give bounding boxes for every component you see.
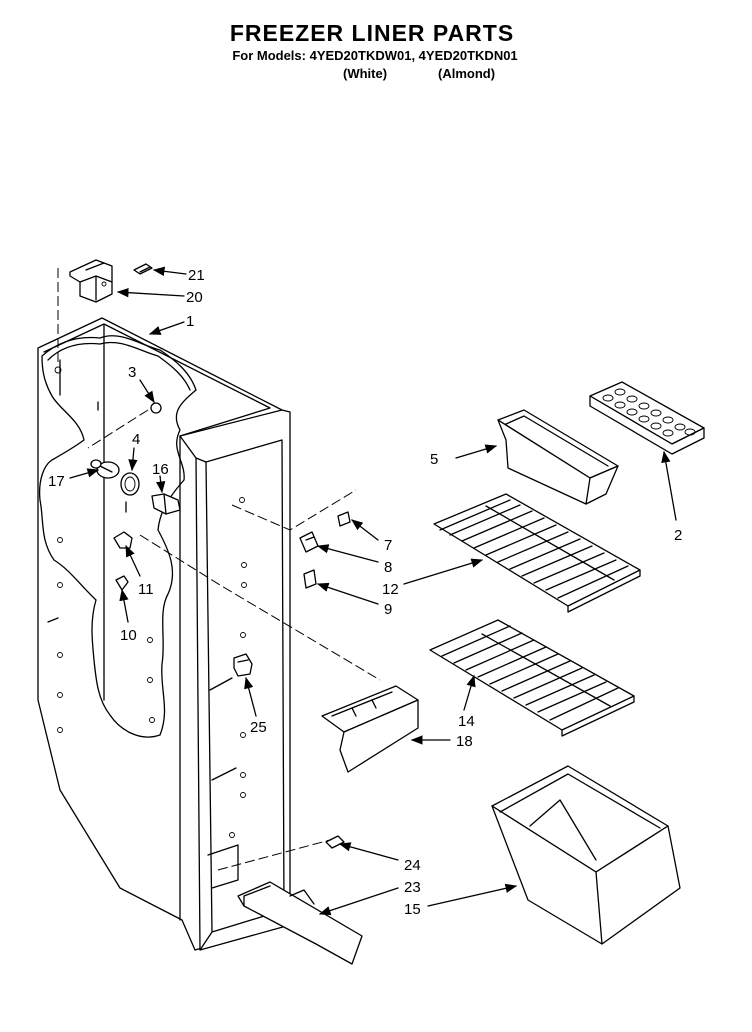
callout-17: 17 xyxy=(48,473,65,490)
control-parts xyxy=(90,402,181,591)
variant-almond: (Almond) xyxy=(438,66,496,81)
callout-21: 21 xyxy=(188,267,205,284)
callout-18: 18 xyxy=(456,733,473,750)
callout-9: 9 xyxy=(384,601,392,618)
callout-11: 11 xyxy=(138,581,154,598)
callout-23: 23 xyxy=(404,879,421,896)
callout-10: 10 xyxy=(120,627,137,644)
ice-tray xyxy=(589,381,705,455)
callout-4: 4 xyxy=(132,431,140,448)
callout-24: 24 xyxy=(404,857,421,874)
callout-20: 20 xyxy=(186,289,203,306)
callout-15: 15 xyxy=(404,901,421,918)
callout-25: 25 xyxy=(250,719,267,736)
callout-5: 5 xyxy=(430,451,438,468)
wire-shelf-lower xyxy=(429,619,635,737)
shelf-brackets xyxy=(299,511,351,589)
callout-8: 8 xyxy=(384,559,392,576)
freezer-liner xyxy=(37,268,381,951)
wire-shelf-upper xyxy=(433,493,641,613)
light-housing-assembly xyxy=(69,259,153,303)
door-bin xyxy=(497,409,619,505)
variant-white: (White) xyxy=(343,66,388,81)
page-header: FREEZER LINER PARTS For Models: 4YED20TK… xyxy=(0,20,752,64)
callout-7: 7 xyxy=(384,537,392,554)
shelf-cover xyxy=(321,685,419,773)
model-numbers: For Models: 4YED20TKDW01, 4YED20TKDN01 xyxy=(232,48,518,63)
freezer-basket xyxy=(491,765,681,945)
callout-14: 14 xyxy=(458,713,475,730)
cover-clip xyxy=(233,653,253,677)
callout-3: 3 xyxy=(128,364,136,381)
bottom-bracket xyxy=(237,835,363,965)
callout-numbers: 21 20 1 3 4 16 17 11 10 5 2 7 8 12 9 14 … xyxy=(48,267,682,918)
model-variants: (White) (Almond) xyxy=(0,66,752,82)
callout-1: 1 xyxy=(186,313,194,330)
callout-2: 2 xyxy=(674,527,682,544)
callout-12: 12 xyxy=(382,581,399,598)
leader-lines xyxy=(69,266,677,916)
callout-16: 16 xyxy=(152,461,169,478)
page-title: FREEZER LINER PARTS xyxy=(229,20,515,46)
